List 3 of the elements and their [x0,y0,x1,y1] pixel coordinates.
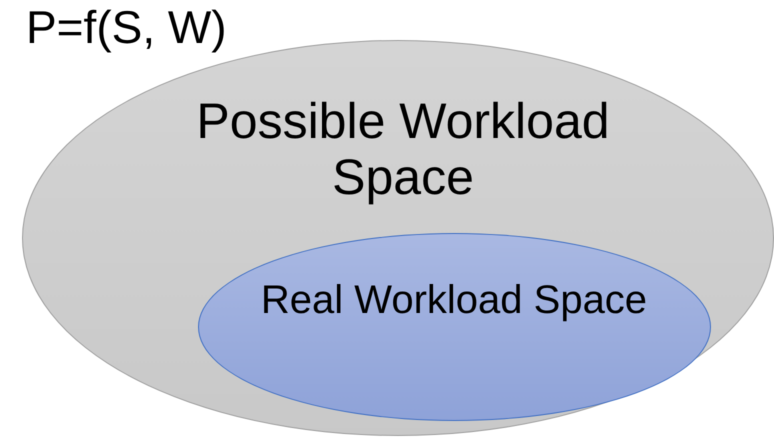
region-label: Possible Workload Space [195,93,611,205]
region-label: Real Workload Space [260,278,648,323]
formula-text: P=f(S, W) [26,2,227,54]
